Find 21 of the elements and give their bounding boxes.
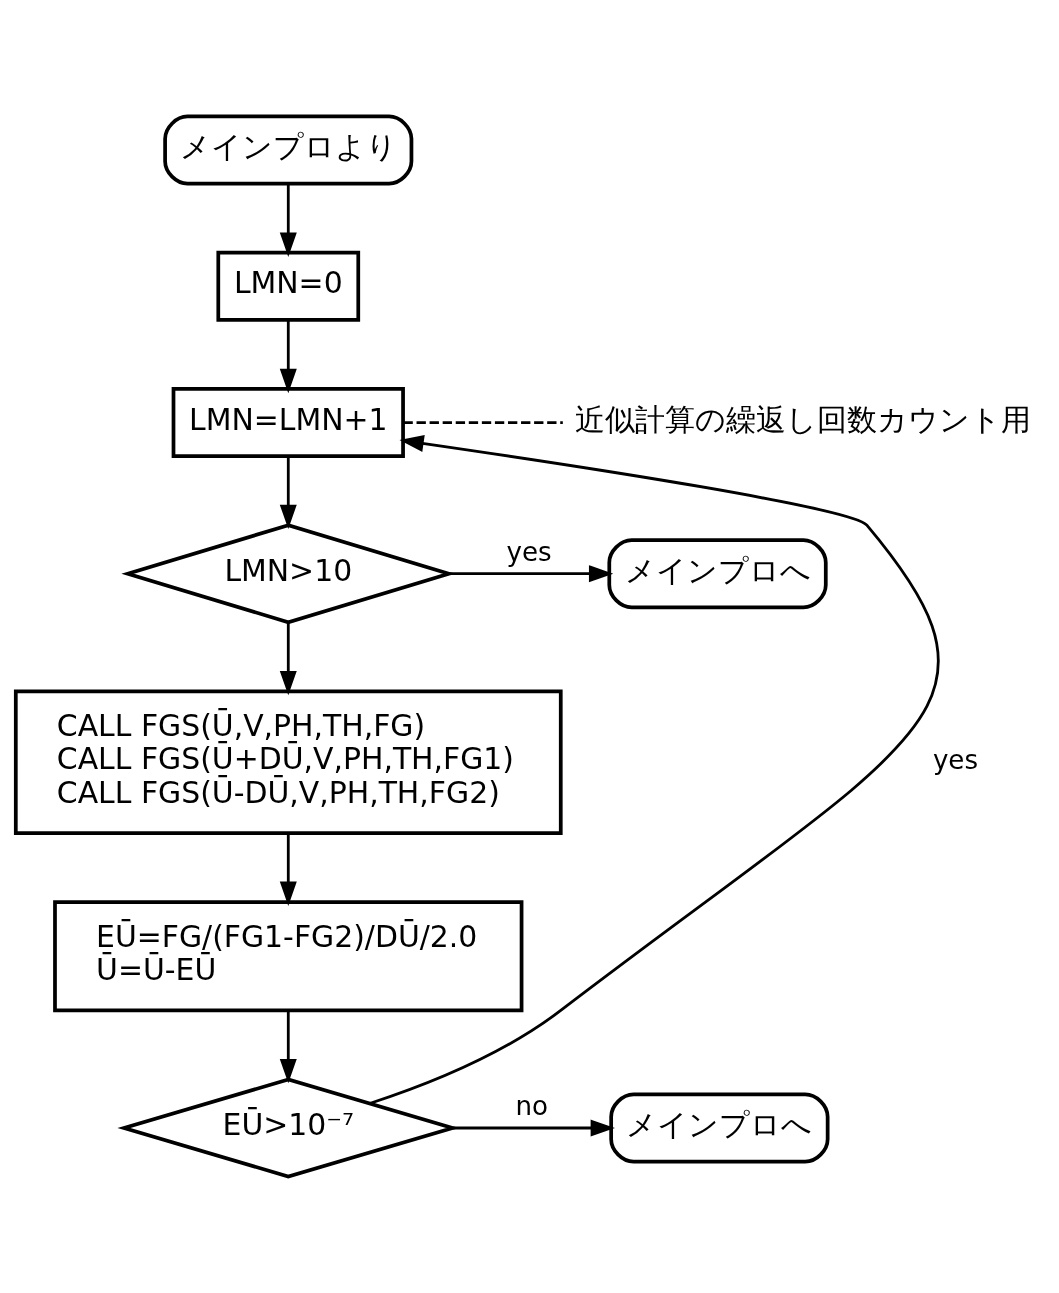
arrow [453, 1119, 615, 1137]
arrow [279, 1011, 297, 1084]
node-box: メインプロへ [607, 538, 828, 610]
arrow [279, 184, 297, 257]
edge-label: yes [932, 745, 979, 776]
arrow [279, 320, 297, 394]
arrow [279, 622, 297, 696]
arrow [279, 833, 297, 906]
arrow [369, 435, 939, 1105]
node-text: 近似計算の繰返し回数カウント用 [575, 401, 1032, 437]
edge-label: no [515, 1091, 549, 1122]
arrow [449, 565, 614, 583]
node-box: LMN=LMN+1 [171, 387, 405, 458]
node-box: メインプロへ [609, 1092, 830, 1164]
node-box: メインプロより [163, 114, 414, 186]
edge-label: yes [506, 537, 552, 568]
connector [403, 421, 563, 424]
arrow [279, 456, 297, 530]
node-box: EŪ=FG/(FG1-FG2)/DŪ/2.0 Ū=Ū-EŪ [53, 900, 524, 1013]
node-box: CALL FGS(Ū,V,PH,TH,FG) CALL FGS(Ū+DŪ,V,PH,TH,FG1) CALL FGS(Ū-DŪ,V,PH,TH,FG2) [13, 689, 563, 835]
node-box: LMN=0 [216, 250, 361, 322]
